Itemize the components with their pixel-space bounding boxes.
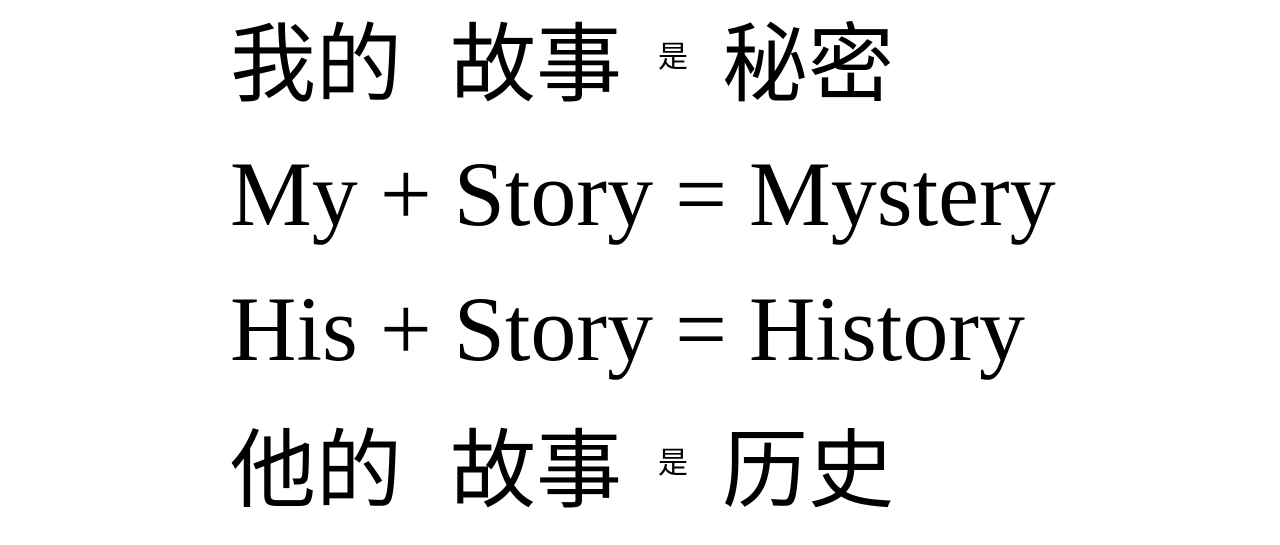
english-equation-mystery: My+Story=Mystery	[230, 148, 1056, 240]
word-his: 他的	[230, 421, 402, 521]
term-story: Story	[453, 278, 654, 380]
plus-sign: +	[379, 278, 432, 380]
chinese-line-mystery: 我的故事是秘密	[230, 22, 894, 108]
term-his: His	[230, 278, 358, 380]
term-my: My	[230, 143, 358, 245]
equals-sign: =	[675, 278, 727, 380]
english-equation-history: His+Story=History	[230, 283, 1025, 375]
equals-sign: =	[675, 143, 727, 245]
result-history: History	[748, 278, 1025, 380]
word-is: 是	[658, 39, 688, 75]
word-story: 故事	[450, 421, 622, 521]
word-history: 历史	[722, 421, 894, 521]
result-mystery: Mystery	[748, 143, 1056, 245]
word-my: 我的	[230, 15, 402, 115]
word-story: 故事	[450, 15, 622, 115]
plus-sign: +	[379, 143, 432, 245]
chinese-line-history: 他的故事是历史	[230, 428, 894, 514]
word-is: 是	[658, 445, 688, 481]
word-secret: 秘密	[722, 15, 894, 115]
term-story: Story	[453, 143, 654, 245]
